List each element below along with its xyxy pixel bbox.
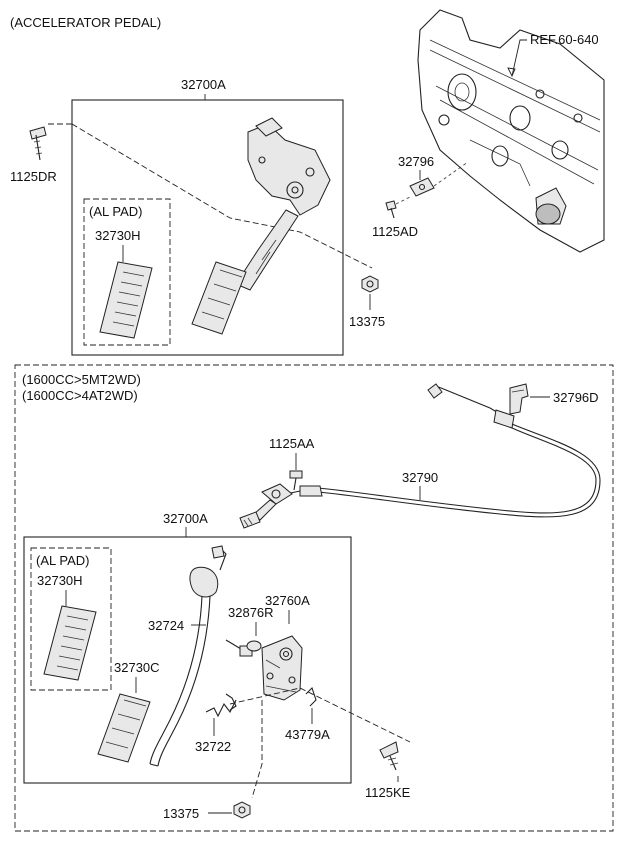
nut-13375-top xyxy=(361,275,379,293)
bracket-32760A xyxy=(261,635,303,701)
label-1125KE: 1125KE xyxy=(365,785,411,800)
al-pad-box-bottom xyxy=(30,547,112,691)
dashline-mount-top xyxy=(48,123,373,269)
bracket-32796D xyxy=(509,383,529,415)
screw-1125AD xyxy=(385,200,397,219)
pedal-arm-32724 xyxy=(149,545,227,767)
label-13375-top: 13375 xyxy=(349,314,385,329)
al-pad-top xyxy=(99,261,153,339)
dashline-mount-bottom xyxy=(229,687,411,743)
label-32730H-bottom: 32730H xyxy=(37,573,83,588)
dash-panel-body xyxy=(417,9,605,253)
label-32796D: 32796D xyxy=(553,390,599,405)
pedal-assembly-box-top xyxy=(71,99,344,356)
clip-43779A xyxy=(305,686,317,707)
bolt-1125KE xyxy=(379,741,399,771)
label-32722: 32722 xyxy=(195,739,231,754)
label-32730H-top: 32730H xyxy=(95,228,141,243)
cable-bracket xyxy=(239,483,293,529)
pedal-pad-top xyxy=(191,261,247,335)
label-13375-bottom: 13375 xyxy=(163,806,199,821)
label-32790: 32790 xyxy=(402,470,438,485)
bolt-1125AA xyxy=(289,470,303,491)
clip-32796 xyxy=(409,177,435,197)
cable-32790 xyxy=(285,383,601,518)
nut-13375-bottom xyxy=(233,801,251,819)
arrow-ref xyxy=(507,67,516,78)
label-32730C: 32730C xyxy=(114,660,160,675)
ref-label: REF.60-640 xyxy=(530,32,599,47)
label-43779A: 43779A xyxy=(285,727,330,742)
stopper-32876R xyxy=(246,640,262,652)
label-32760A: 32760A xyxy=(265,593,310,608)
pedal-assembly-box-bottom xyxy=(23,536,352,784)
dotline-32796 xyxy=(433,161,469,187)
spring-32722 xyxy=(205,693,237,718)
label-1125AD: 1125AD xyxy=(372,224,418,239)
diagram-title: (ACCELERATOR PEDAL) xyxy=(10,15,161,30)
label-alpad-top: (AL PAD) xyxy=(89,204,142,219)
label-variant-2: (1600CC>4AT2WD) xyxy=(22,388,138,403)
label-variant-1: (1600CC>5MT2WD) xyxy=(22,372,141,387)
variant-box xyxy=(14,364,614,832)
label-alpad-bottom: (AL PAD) xyxy=(36,553,89,568)
label-32876R: 32876R xyxy=(228,605,274,620)
pedal-pad-32730C xyxy=(97,693,151,763)
label-32700A-top: 32700A xyxy=(181,77,226,92)
bolt-1125DR xyxy=(29,126,47,161)
pedal-arm-top xyxy=(235,117,331,291)
label-32796: 32796 xyxy=(398,154,434,169)
label-1125DR: 1125DR xyxy=(10,169,57,184)
label-1125AA: 1125AA xyxy=(269,436,315,451)
dotline-1125AD xyxy=(395,195,413,205)
al-pad-bottom xyxy=(43,605,97,681)
dashline-nut-bottom xyxy=(251,700,263,799)
al-pad-box-top xyxy=(83,198,171,346)
label-32724: 32724 xyxy=(148,618,184,633)
leader-ref xyxy=(511,39,527,77)
label-32700A-bottom: 32700A xyxy=(163,511,208,526)
